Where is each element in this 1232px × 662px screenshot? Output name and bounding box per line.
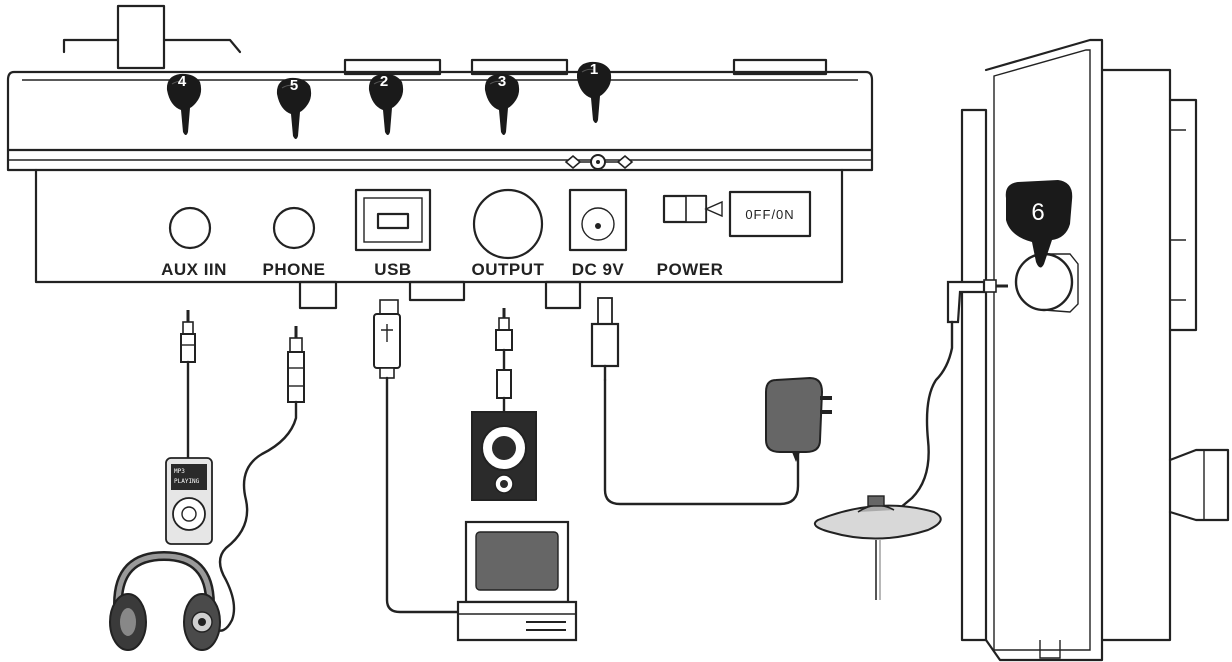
headphones-icon: [109, 550, 221, 651]
dc-polarity-icon: [564, 154, 634, 170]
callout-6: 6: [1005, 180, 1073, 268]
power-label: POWER: [657, 260, 724, 279]
callout-5: 5: [276, 77, 312, 140]
power-switch-label: 0FF/0N: [745, 207, 794, 222]
callout-4-number: 4: [178, 73, 187, 90]
callout-5-number: 5: [290, 77, 298, 94]
cymbal-cable: [898, 279, 1008, 510]
mp3-player-icon: MP3 PLAYING: [165, 457, 213, 545]
dc-9v-label: DC 9V: [572, 260, 625, 279]
callout-1: 1: [576, 61, 612, 124]
aux-in-jack: [168, 206, 212, 250]
power-switch: 0FF/0N: [662, 190, 812, 238]
dc-power-cable: [590, 297, 800, 506]
speaker-icon: [471, 411, 537, 501]
mp3-screen-line2: PLAYING: [174, 478, 200, 485]
power-adapter-icon: [765, 376, 832, 462]
aux-in-label: AUX IIN: [161, 260, 227, 279]
dc-9v-jack: [568, 188, 628, 252]
callout-3: 3: [484, 73, 520, 136]
callout-1-number: 1: [590, 61, 598, 78]
callout-6-number: 6: [1031, 199, 1044, 226]
drum-module-side: [960, 38, 1230, 662]
cymbal-pad-icon: [814, 495, 942, 600]
phone-label: PHONE: [263, 260, 326, 279]
aux-cable: [180, 310, 196, 462]
laptop-icon: [456, 520, 578, 642]
usb-cable: [373, 299, 464, 614]
phone-cable: [212, 326, 305, 632]
output-jack: [472, 188, 544, 260]
usb-label: USB: [374, 260, 411, 279]
callout-3-number: 3: [498, 73, 506, 90]
mp3-screen-line1: MP3: [174, 468, 185, 475]
drum-module-rear: 0FF/0N AUX IIN PHONE USB OUTPUT DC 9V PO…: [6, 4, 874, 310]
phone-jack: [272, 206, 316, 250]
output-cable: [495, 308, 513, 414]
output-label: OUTPUT: [472, 260, 545, 279]
usb-port: [354, 188, 432, 252]
callout-4: 4: [166, 73, 202, 136]
callout-2: 2: [368, 73, 404, 136]
callout-2-number: 2: [380, 73, 388, 90]
